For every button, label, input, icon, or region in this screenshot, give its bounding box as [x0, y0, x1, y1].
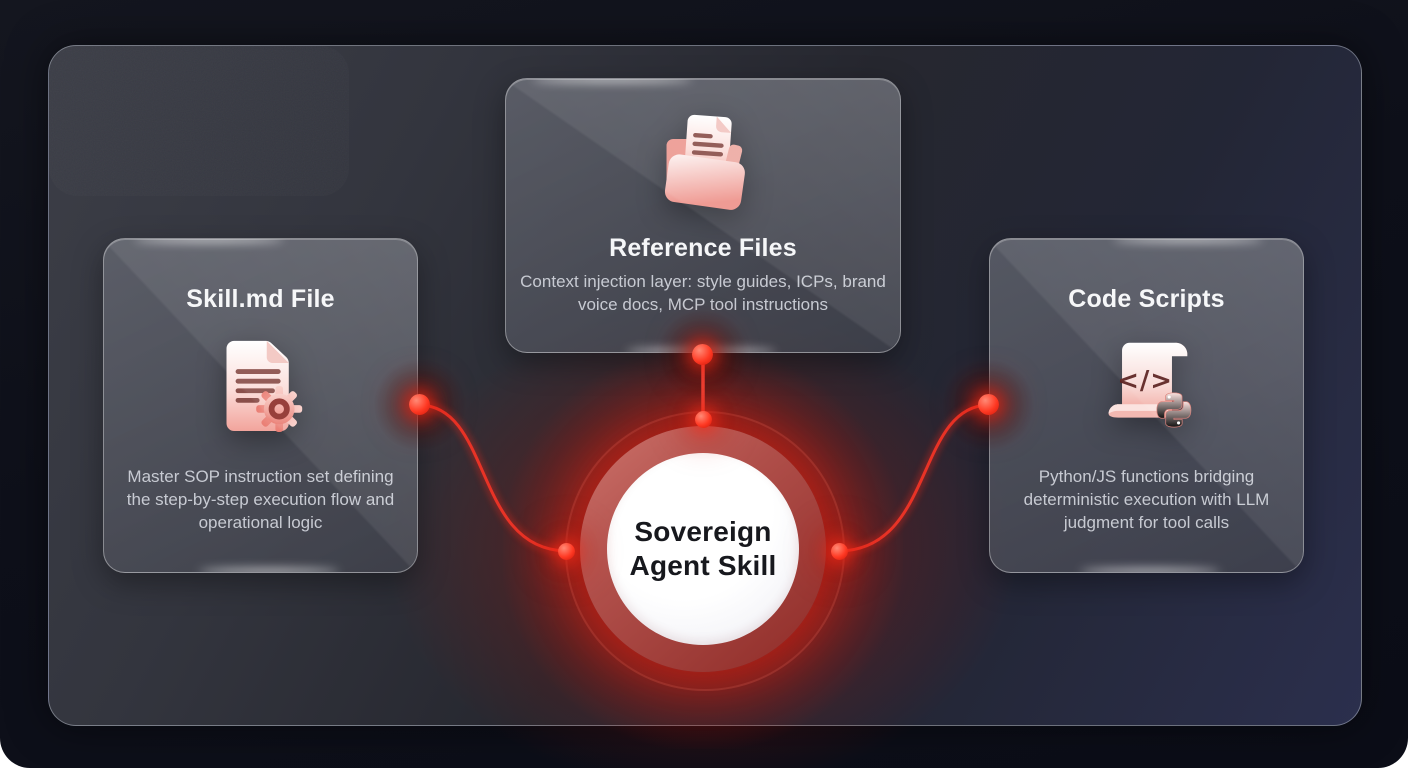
card-reference-files: Reference Files Context injection layer:… [505, 78, 901, 353]
node-dot-hub-right [831, 543, 848, 560]
card-title: Reference Files [609, 234, 797, 262]
card-skill-md-file: Skill.md File [103, 238, 418, 573]
center-label-line2: Agent Skill [629, 550, 777, 581]
node-dot-hub-top [695, 411, 712, 428]
node-dot-hub-left [558, 543, 575, 560]
card-title: Code Scripts [1068, 285, 1225, 313]
node-dot-top-card [692, 344, 713, 365]
document-gear-icon [215, 334, 307, 441]
card-description: Python/JS functions bridging determinist… [1023, 467, 1270, 532]
card-code-scripts: Code Scripts </> [989, 238, 1304, 573]
center-node: Sovereign Agent Skill [607, 453, 799, 645]
code-scroll-python-icon: </> [1099, 334, 1195, 441]
card-description: Context injection layer: style guides, I… [520, 272, 886, 314]
card-bottom-highlight [199, 569, 339, 572]
node-dot-right-card [978, 394, 999, 415]
folder-document-icon [655, 107, 751, 222]
card-title: Skill.md File [186, 285, 335, 313]
card-bottom-highlight [1080, 569, 1220, 572]
card-top-highlight [532, 79, 692, 82]
card-description: Master SOP instruction set defining the … [126, 467, 395, 532]
center-label-line1: Sovereign [634, 516, 772, 547]
card-top-highlight [1113, 239, 1263, 242]
node-dot-left-card [409, 394, 430, 415]
grain-texture [49, 46, 349, 196]
card-top-highlight [134, 239, 284, 242]
svg-text:</>: </> [1117, 366, 1173, 396]
